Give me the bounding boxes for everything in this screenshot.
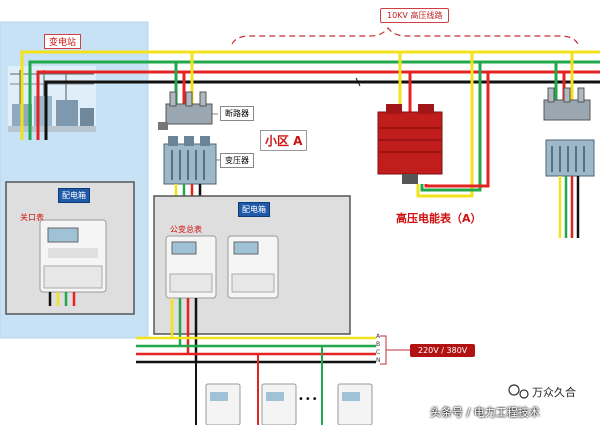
phase-c-label: C (376, 349, 381, 356)
transformer-device-right (545, 139, 595, 238)
breaker-device (158, 91, 213, 130)
transformer-output-lines (174, 184, 202, 196)
gate-meter-label: 关口表 (20, 213, 44, 222)
transformer-label: 变压器 (220, 153, 254, 168)
public-meter-1 (165, 235, 217, 299)
watermark-brand: 万众久合 (532, 386, 576, 399)
district-label: 小区 A (260, 130, 308, 151)
lv-bus-lines (136, 298, 410, 425)
gate-meter (39, 219, 107, 306)
hv-meter-label: 高压电能表（A） (396, 212, 482, 225)
hv-meter-device (377, 52, 490, 198)
breaker-label: 断路器 (220, 106, 254, 121)
transformer-device (163, 136, 217, 185)
phase-a-label: A (376, 333, 381, 340)
dist-box-right-label: 配电箱 (238, 202, 270, 217)
public-meter-label: 公变总表 (170, 225, 202, 234)
voltage-label: 220V / 380V (410, 344, 476, 357)
ellipsis-label: ••• (298, 394, 319, 405)
public-meter-2 (227, 235, 279, 299)
hv-lines (20, 50, 600, 140)
hv-line-label: 10KV 高压线路 (380, 8, 450, 23)
hv-line-bracket (231, 27, 579, 45)
watermark-icon (508, 384, 529, 399)
user-meters (205, 383, 373, 426)
breaker-device-right (543, 52, 591, 121)
phase-n-label: N (376, 357, 381, 364)
substation-label: 变电站 (44, 34, 82, 49)
watermark-source: 头条号 / 电力工程技术 (430, 406, 540, 419)
callout-leaders (212, 113, 220, 161)
phase-b-label: B (376, 341, 381, 348)
dist-box-left-label: 配电箱 (58, 188, 90, 203)
